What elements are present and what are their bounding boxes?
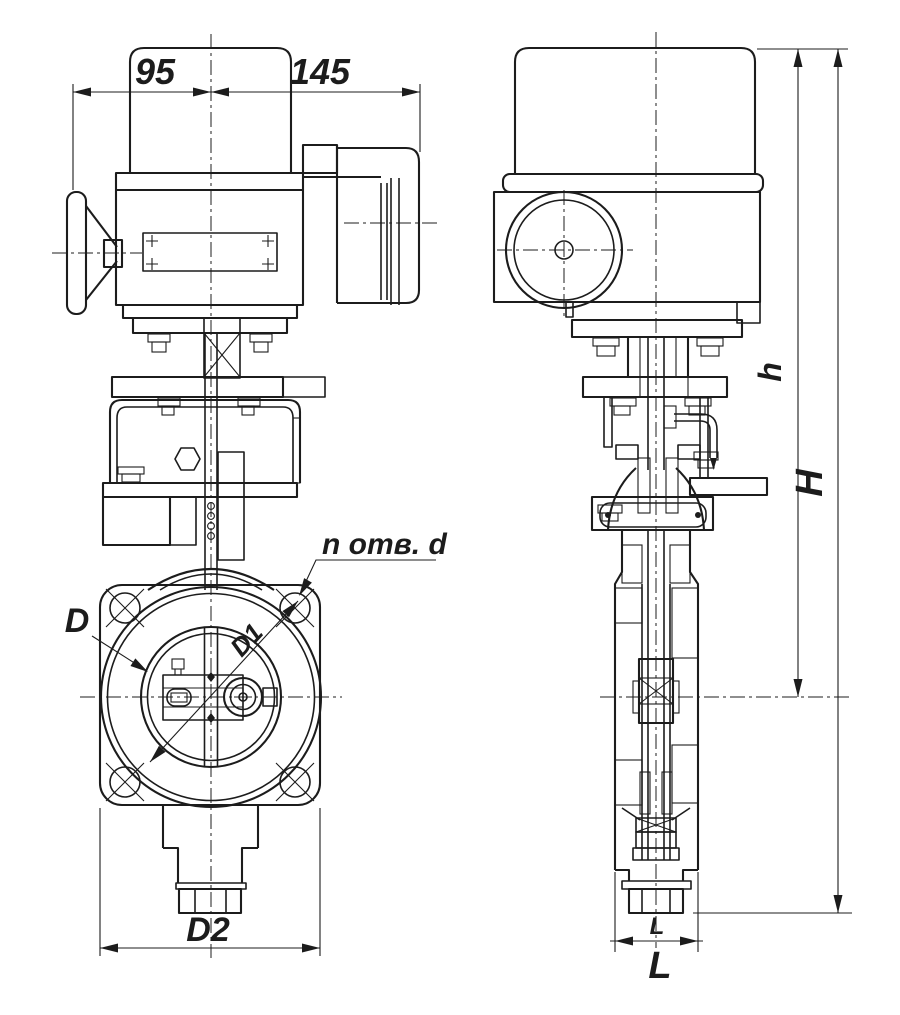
dim-h-label: h	[752, 362, 788, 382]
gland-nut	[174, 447, 201, 471]
dim-L-small-label: L	[650, 913, 665, 940]
dim-D2-label: D2	[186, 911, 230, 949]
dimension-h-H: h H	[693, 48, 852, 914]
body-flange	[98, 583, 323, 809]
dimension-D2: D2	[99, 808, 321, 956]
support-bracket	[688, 476, 769, 497]
handwheel-front	[504, 190, 624, 310]
dimension-holes-note: n отв. d	[299, 528, 447, 596]
dim-L-large-label: L	[648, 945, 671, 987]
valve-body-side	[613, 530, 700, 915]
actuator-top-cover	[128, 46, 293, 173]
dim-95-label: 95	[135, 51, 176, 92]
dim-H-label: H	[789, 468, 831, 497]
handwheel-side	[65, 190, 124, 316]
dim-145-label: 145	[290, 51, 351, 92]
dimension-D: D	[65, 602, 148, 672]
nameplate	[142, 232, 278, 272]
lower-neck	[161, 806, 260, 915]
dim-D-label: D	[65, 602, 90, 640]
motor-side	[301, 143, 421, 305]
disc-internals	[162, 628, 278, 766]
impulse-tube	[674, 420, 711, 458]
side-view	[492, 32, 852, 948]
bonnet-and-gland	[590, 337, 769, 532]
mounting-plates	[110, 303, 326, 416]
dimension-95-145: 95 145	[72, 51, 421, 190]
dimension-L: L L	[610, 872, 703, 987]
front-view	[52, 34, 440, 958]
motor-front	[492, 46, 765, 324]
holes-note-label: n отв. d	[322, 528, 447, 561]
